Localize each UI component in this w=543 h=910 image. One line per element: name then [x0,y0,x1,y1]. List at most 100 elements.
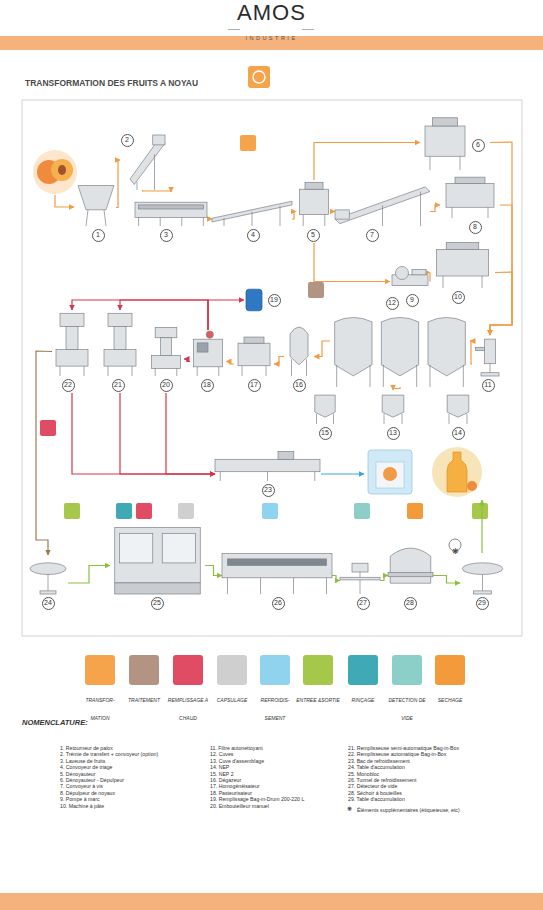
pipe-connector [226,362,234,365]
nomenclature-item: 26. Tunnel de refroidissement [348,777,416,783]
machine-drawing [335,187,430,226]
machine-station: 24 [28,555,68,611]
nomenclature-item: 10. Machine à pâte [60,803,104,809]
machine-part [194,339,223,367]
machine-illustration [388,540,433,594]
nomenclature-item: 9. Pompe à marc [60,796,100,802]
machine-part [360,572,361,594]
nomenclature-item: 28. Séchoir à bouteilles [348,790,402,796]
machine-part [316,414,317,424]
pipe-connector [120,393,215,474]
legend-text: REMPLISSAGE A CHAUD [168,697,208,721]
machine-illustration [234,335,274,376]
legend-swatch [217,655,247,685]
pipe-connector [120,300,208,330]
machine-part [203,218,204,227]
section-icon [136,503,152,519]
pipe-connector [470,341,472,364]
callout-number: 8 [473,223,477,231]
machine-drawing [392,267,428,286]
section-icon [472,503,488,519]
legend-text-holder: ENTREE &SORTIE [295,688,341,706]
callout-number: 3 [164,231,168,239]
nomenclature-item: 3. Laveuse de fruits [60,758,105,764]
machine-drawing [78,186,114,227]
machine-part [278,452,294,460]
machine-part [467,414,468,424]
legend-text-holder: TRAITEMENT [121,688,167,706]
nomenclature-item: 21. Remplisseuse semi-automatique Bag-in… [348,745,459,751]
machine-part [86,210,88,226]
machine-illustration [148,325,184,376]
machine-part [474,591,492,594]
logo-text: INDUSTRIE [245,35,297,41]
machine-drawing [194,331,223,376]
legend-text-holder: REFROIDIS- SEMENT [252,688,298,724]
logo-rule [302,29,314,30]
machine-part [430,365,431,387]
machine-part [382,395,404,417]
legend-text: SECHAGE [438,697,462,703]
pipe-connector [314,143,420,181]
callout-number: 27 [359,599,367,607]
machine-station: 29 [460,555,505,611]
callout-number: 7 [370,231,374,239]
callout-number: 13 [389,429,397,437]
label-holder: 1. Retourneur de palox [60,736,113,754]
callout-number: 17 [250,381,258,389]
callout-number: 15 [321,429,329,437]
machine-station: 2 [120,130,165,190]
machine-illustration [100,310,140,376]
bag-in-box-illustration [376,462,404,488]
machine-part [155,328,177,338]
nomenclature-item: 2. Trémie de transfert + convoyeur (opti… [60,751,158,757]
legend-text: DETECTION DE VIDE [388,697,425,721]
machine-part [66,327,78,350]
machine-part [306,359,307,376]
machine-illustration [440,390,476,424]
bottle-illustration [432,447,482,497]
machine-part [108,366,109,376]
machine-illustration [284,320,314,376]
machine-illustration [308,390,342,424]
callout-circle: 6 [472,139,485,152]
title-holder: TRANSFORMATION DES FRUITS A NOYAU [25,72,198,90]
legend-text: ENTREE &SORTIE [296,697,340,703]
machine-drawing [130,135,165,190]
pipe-connector [429,273,430,282]
machine-part [114,327,126,350]
machine-part [60,366,61,376]
callout-number: 6 [476,141,480,149]
machine-part [300,189,329,214]
machine-drawing [462,563,503,594]
machine-part [455,177,485,183]
machine-part [181,218,182,227]
machine-part [482,575,483,591]
machine-drawing [30,563,66,594]
pipe-connector [433,576,460,584]
machine-drawing [222,554,332,595]
machine-station: 16 [284,320,314,393]
machine-part [197,343,208,352]
nomenclature-item: 25. Monobloc [348,771,379,777]
nomenclature-item: Éléments supplémentaires (étiqueteuse, e… [357,807,460,813]
callout-number: 23 [264,486,272,494]
machine-part [481,373,499,376]
callout-circle: 5 [307,229,320,242]
legend-swatch [85,655,115,685]
nomenclature-item: 1. Retourneur de palox [60,745,113,751]
machine-illustration [420,115,470,170]
machine-illustration [472,335,508,376]
callout-circle: 8 [469,221,482,234]
machine-station: 15 [308,390,342,441]
machine-part [314,472,315,481]
machine-part [238,343,270,366]
legend-item: TRANSFOR- MATION [77,655,123,724]
machine-part [252,212,253,226]
machine-part [115,583,201,594]
legend-item: CAPSULAGE [209,655,255,706]
nomenclature-item: 15. NEP 2 [210,771,234,777]
callout-number: 5 [311,231,315,239]
machine-part [433,118,458,126]
marker-symbol: ❋ [452,547,459,556]
